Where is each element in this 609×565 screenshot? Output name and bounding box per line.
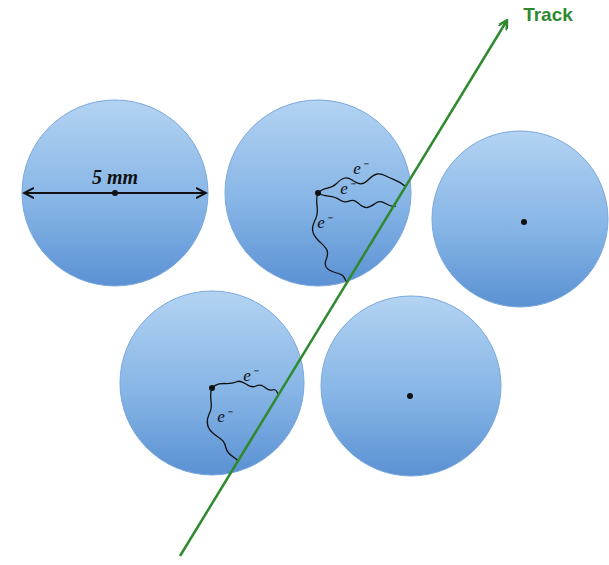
drift-tube: [120, 291, 304, 475]
anode-wire: [521, 219, 527, 225]
electron-label: e⁻: [353, 160, 367, 177]
particle-track: [180, 22, 506, 556]
electron-label: e⁻: [217, 408, 231, 425]
drift-tube: [225, 100, 411, 286]
dimension-arrow: [24, 192, 206, 194]
electron-path: [318, 193, 396, 208]
dimension-label: 5 mm: [92, 167, 138, 187]
electron-path: [318, 174, 405, 193]
electron-label: e⁻: [243, 367, 257, 384]
anode-wire: [407, 393, 413, 399]
drift-tube: [321, 296, 501, 476]
drift-tube: [22, 100, 208, 286]
drift-tube: [432, 131, 608, 307]
electron-label: e⁻: [340, 180, 354, 197]
electron-path: [313, 193, 348, 282]
track-label: Track: [523, 5, 573, 24]
electron-label: e⁻: [317, 214, 331, 231]
electron-path: [207, 388, 238, 461]
